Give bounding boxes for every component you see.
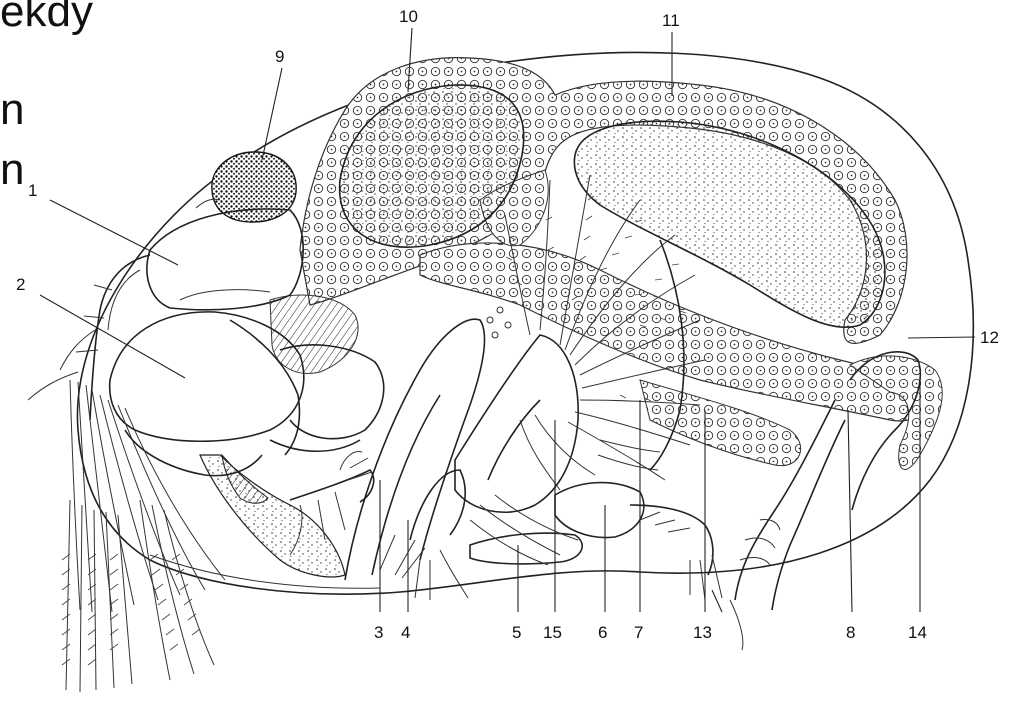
limb-setae-lower bbox=[415, 415, 660, 600]
maxilla bbox=[410, 470, 465, 540]
antenna-second-base bbox=[110, 312, 304, 441]
trunk-limb-5 bbox=[470, 533, 582, 564]
trunk-limb-6 bbox=[555, 483, 644, 538]
trunk-limb-15 bbox=[455, 335, 578, 512]
label-10: 10 bbox=[399, 7, 418, 26]
labrum bbox=[200, 455, 345, 577]
label-8: 8 bbox=[846, 623, 855, 642]
trunk-limb-1 bbox=[290, 470, 374, 502]
carapace-margin bbox=[150, 555, 380, 588]
head bbox=[147, 209, 303, 310]
maxillary-gland bbox=[270, 295, 358, 373]
label-12: 12 bbox=[980, 328, 999, 347]
cropped-side-text-1: ekdy bbox=[0, 0, 93, 34]
label-11: 11 bbox=[662, 11, 680, 30]
label-1: 1 bbox=[28, 181, 37, 200]
head-detail bbox=[180, 290, 270, 300]
compound-eye bbox=[212, 152, 296, 222]
label-5: 5 bbox=[512, 623, 521, 642]
label-2: 2 bbox=[16, 275, 25, 294]
label-4: 4 bbox=[401, 623, 410, 642]
gill-dots bbox=[487, 307, 511, 338]
label-7: 7 bbox=[634, 623, 643, 642]
label-6: 6 bbox=[598, 623, 607, 642]
label-9: 9 bbox=[275, 47, 284, 66]
antenna-first bbox=[90, 255, 150, 420]
antennal-setae-barbs bbox=[62, 554, 200, 665]
label-13: 13 bbox=[693, 623, 712, 642]
cropped-side-text-3: n bbox=[0, 148, 24, 192]
label-14: 14 bbox=[908, 623, 927, 642]
abdominal-claws bbox=[740, 519, 780, 565]
label-3: 3 bbox=[374, 623, 383, 642]
label-15: 15 bbox=[543, 623, 562, 642]
cropped-side-text-2: n bbox=[0, 88, 24, 132]
antennal-setae-left bbox=[66, 380, 225, 692]
